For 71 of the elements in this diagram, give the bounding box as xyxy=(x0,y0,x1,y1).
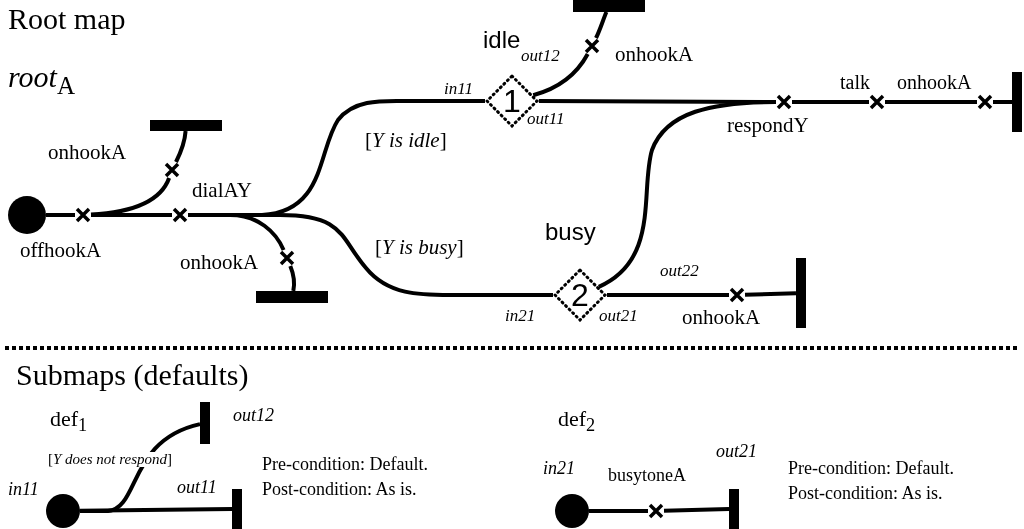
path-line xyxy=(288,265,297,292)
submap-name: def$_{1}$ xyxy=(50,408,88,435)
responsibility-label: dialAY xyxy=(192,180,252,201)
path-line xyxy=(663,507,730,513)
responsibility-label: onhookA xyxy=(48,142,127,163)
start-point xyxy=(8,196,46,234)
port-label: in11 xyxy=(444,80,473,97)
responsibility-label: offhookA xyxy=(20,240,102,261)
path-line xyxy=(174,130,188,163)
path-line xyxy=(91,213,172,217)
responsibility-label: onhookA xyxy=(897,72,972,92)
end-bar xyxy=(796,258,806,328)
path-line xyxy=(532,53,590,98)
edge-label: [Y is busy] xyxy=(375,237,464,258)
edge-label: [Y does not respond] xyxy=(48,452,173,467)
responsibility-cross xyxy=(279,250,295,266)
end-bar xyxy=(729,489,739,529)
port-label: in11 xyxy=(8,480,39,498)
stub-name: idle xyxy=(483,28,521,52)
responsibility-cross xyxy=(776,94,792,110)
end-bar xyxy=(1012,72,1022,132)
path-line xyxy=(607,293,729,297)
responsibility-label: busytoneA xyxy=(608,466,686,484)
path-line xyxy=(744,291,797,297)
responsibility-cross xyxy=(164,162,180,178)
path-line xyxy=(885,100,977,104)
responsibility-cross xyxy=(977,94,993,110)
responsibility-label: onhookA xyxy=(682,307,761,328)
stub-name: busy xyxy=(545,220,596,244)
path-line xyxy=(594,11,609,39)
responsibility-cross xyxy=(729,287,745,303)
responsibility-label: onhookA xyxy=(615,44,694,65)
condition-text: Post-condition: As is. xyxy=(262,480,417,498)
path-line xyxy=(993,100,1012,104)
end-bar xyxy=(232,489,242,529)
section-heading: Submaps (defaults) xyxy=(16,360,249,390)
responsibility-label: talk xyxy=(840,72,870,92)
responsibility-cross xyxy=(648,503,664,519)
end-bar xyxy=(200,402,210,444)
path-line xyxy=(46,213,75,217)
port-label: out11 xyxy=(527,110,565,127)
path-line xyxy=(792,100,869,104)
condition-text: Post-condition: As is. xyxy=(788,484,943,502)
port-label: in21 xyxy=(505,307,536,324)
condition-text: Pre-condition: Default. xyxy=(788,459,954,477)
path-line xyxy=(79,507,233,513)
port-label: out11 xyxy=(177,478,217,496)
start-point xyxy=(46,494,80,528)
condition-text: Pre-condition: Default. xyxy=(262,455,428,473)
responsibility-cross xyxy=(584,38,600,54)
responsibility-cross xyxy=(75,207,91,223)
end-bar xyxy=(150,120,222,131)
port-label: in21 xyxy=(543,459,575,477)
responsibility-cross xyxy=(869,94,885,110)
responsibility-label: respondY xyxy=(727,115,809,136)
port-label: out21 xyxy=(716,442,757,460)
port-label: out12 xyxy=(233,406,274,424)
end-bar xyxy=(256,291,328,303)
path-line xyxy=(589,509,648,513)
responsibility-label: onhookA xyxy=(180,252,259,273)
map-name: root$_{A}$ xyxy=(8,62,75,98)
submap-name: def$_{2}$ xyxy=(558,408,596,435)
port-label: out21 xyxy=(599,307,638,324)
port-label: out22 xyxy=(660,262,699,279)
path-line xyxy=(597,100,777,289)
end-bar xyxy=(573,0,645,12)
start-point xyxy=(555,494,589,528)
responsibility-cross xyxy=(172,207,188,223)
edge-label: [Y is idle] xyxy=(365,130,447,151)
section-heading: Root map xyxy=(8,4,126,34)
port-label: out12 xyxy=(521,47,560,64)
